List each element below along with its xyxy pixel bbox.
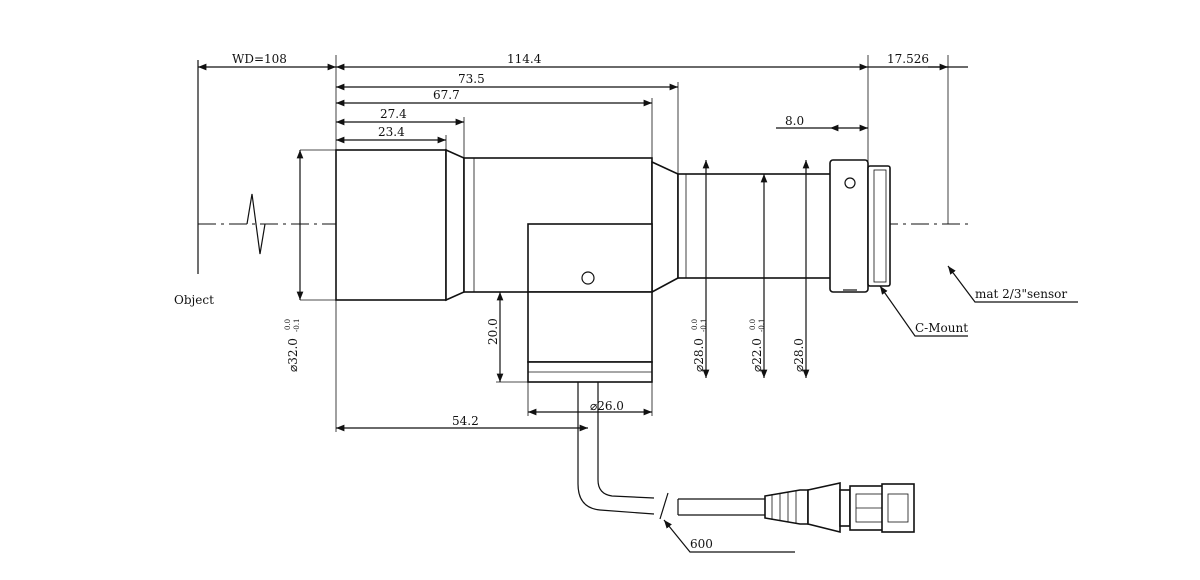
cable-upper-inner — [597, 382, 655, 499]
dia-26-label: ⌀26.0 — [590, 399, 624, 413]
sensor-leader — [947, 265, 1078, 303]
c-mount-thread-inner — [873, 169, 887, 283]
c-mount-label: C-Mount — [915, 321, 968, 335]
front-barrel — [335, 149, 447, 301]
cable-upper — [577, 382, 655, 515]
dia-22-label: ⌀22.0 — [750, 338, 764, 372]
dim-23-4-label: 23.4 — [378, 125, 405, 139]
object-label: Object — [174, 293, 214, 307]
dim-67-7-label: 67.7 — [433, 88, 460, 102]
dim-54-2-label: 54.2 — [452, 414, 479, 428]
sensor-distance-label: 17.526 — [887, 52, 929, 66]
dia-22-tol-top: 0.0 — [749, 319, 757, 330]
c-mount-leader — [879, 285, 968, 337]
dia-28-a-tol-bottom: -0.1 — [700, 319, 708, 333]
set-screw-mount — [844, 177, 856, 189]
cable-connector — [764, 482, 915, 534]
mid-taper — [651, 160, 679, 294]
light-port-upper — [527, 223, 653, 293]
dia-32-tol-top: 0.0 — [284, 319, 292, 330]
dia-28-a-label: ⌀28.0 — [692, 338, 706, 372]
total-length-label: 114.4 — [507, 52, 542, 66]
set-screw-port — [581, 271, 595, 285]
dia-22-tol-bottom: -0.1 — [758, 319, 766, 333]
front-taper — [445, 148, 465, 302]
cable-break — [659, 492, 669, 520]
light-port-body — [527, 291, 653, 363]
dia-32-tol-bottom: -0.1 — [293, 319, 301, 333]
dim-20-label: 20.0 — [486, 318, 500, 345]
cable-length-label: 600 — [690, 537, 713, 551]
dia-28-b-label: ⌀28.0 — [792, 338, 806, 372]
wd-label: WD=108 — [232, 52, 287, 66]
mount-ring — [829, 159, 869, 293]
rear-tube — [677, 173, 832, 279]
axis-break — [246, 193, 266, 255]
dia-32-label: ⌀32.0 — [286, 338, 300, 372]
sensor-label: mat 2/3"sensor — [975, 287, 1067, 301]
dim-73-5-label: 73.5 — [458, 72, 485, 86]
c-mount-thread — [867, 165, 891, 287]
dia-28-a-tol-top: 0.0 — [691, 319, 699, 330]
dim-8-0-label: 8.0 — [785, 114, 804, 128]
cable-length-leader — [663, 519, 795, 553]
dim-27-4-label: 27.4 — [380, 107, 407, 121]
